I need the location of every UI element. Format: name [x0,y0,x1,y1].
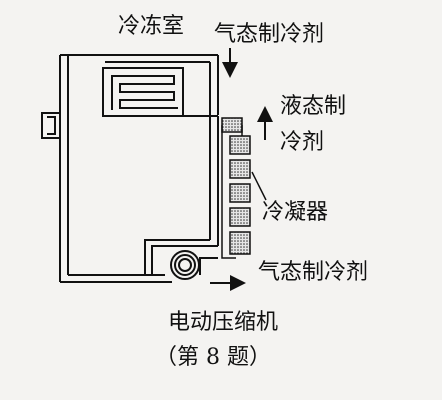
liquid-refrigerant-label-line2: 冷剂 [280,130,325,155]
compressor [170,250,200,280]
gas-refrigerant-bottom-label: 气态制冷剂 [258,260,369,285]
liquid-refrigerant-label-line1: 液态制 [280,94,347,119]
cabinet [59,54,219,283]
top-pipe [105,54,218,117]
condenser-coil [221,117,251,259]
condenser-label: 冷凝器 [262,200,329,225]
figure-caption: （第 8 题） [155,345,271,370]
condenser-leader-line [251,171,267,201]
freezer-label: 冷冻室 [118,14,185,39]
return-pipe [144,115,219,275]
compressor-label: 电动压缩机 [168,310,279,335]
gas-refrigerant-top-label: 气态制冷剂 [214,22,325,47]
freezer-compartment [102,67,184,117]
door-handle [41,112,60,139]
